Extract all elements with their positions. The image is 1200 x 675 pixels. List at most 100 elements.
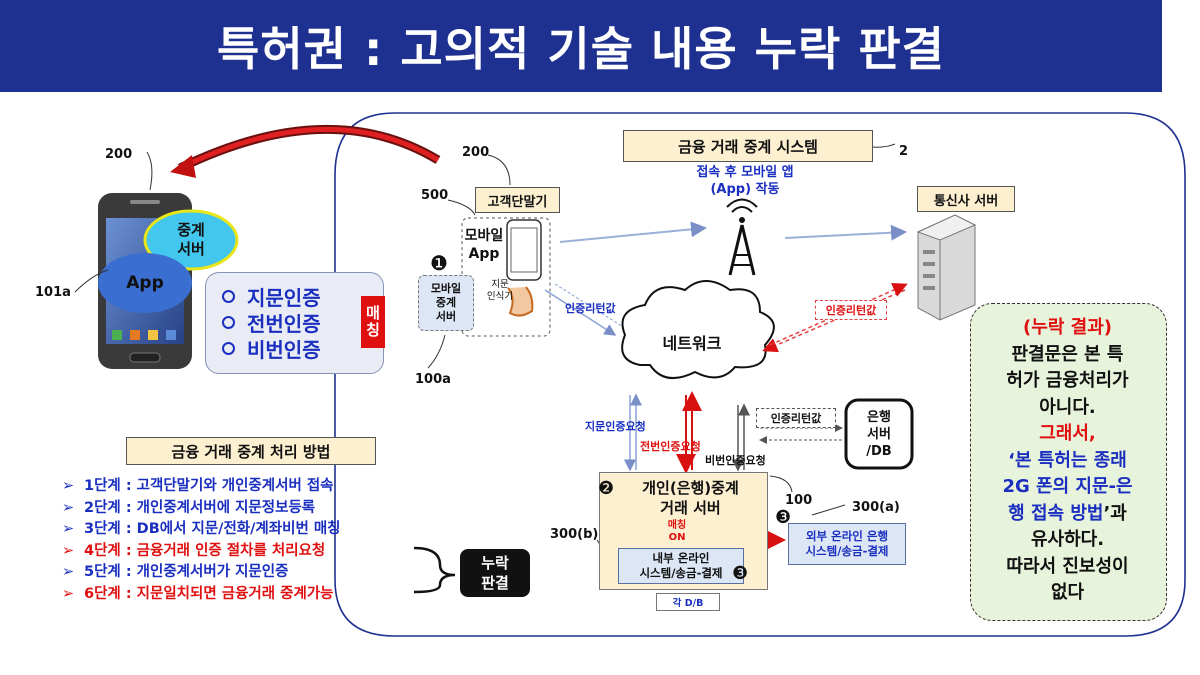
fingerprint-text-1: 지문 xyxy=(491,279,508,291)
external-online-text-2: 시스템/송금-결제 xyxy=(805,544,888,559)
auth-item: 비번인증 xyxy=(222,335,321,361)
method-step-text: 5단계 : 개인중계서버가 지문인증 xyxy=(84,564,288,580)
mobile-app-text-1: 모바일 xyxy=(465,227,504,245)
bullet-icon xyxy=(222,316,235,329)
matching-on-text-2: ON xyxy=(669,532,686,544)
omission-text-1: 누락 xyxy=(481,553,509,573)
phone-auth-request-label: 전번인증요청 xyxy=(640,438,701,454)
bullet-icon xyxy=(222,342,235,355)
auth-return-label-1: 인증리턴값 xyxy=(565,300,616,316)
bank-server-label: 은행 서버 /DB xyxy=(846,403,912,465)
auth-item: 전번인증 xyxy=(222,309,321,335)
pin-auth-request-label: 비번인증요청 xyxy=(705,452,766,468)
method-step-text: 2단계 : 개인중계서버에 지문정보등록 xyxy=(84,500,315,516)
auth-fingerprint: 지문인증 xyxy=(247,282,321,311)
result-line-6: 없다 xyxy=(970,580,1165,607)
matching-on-label: 매칭 ON xyxy=(660,519,694,545)
auth-return-label-3: 인증리턴값 xyxy=(756,408,836,428)
phone-relay-text-2: 서버 xyxy=(177,240,205,259)
auth-password: 비번인증 xyxy=(247,334,321,363)
method-step-text: 4단계 : 금융거래 인증 절차를 처리요청 xyxy=(84,543,325,559)
result-quote-3b: ’과 xyxy=(1103,503,1126,524)
financial-system-label: 금융 거래 중계 시스템 xyxy=(623,130,873,162)
fingerprint-text-2: 인식기 xyxy=(487,291,513,303)
step-arrow-icon: ➢ xyxy=(62,586,84,602)
phone-relay-text-1: 중계 xyxy=(177,221,205,240)
result-line-1: 판결문은 본 특 xyxy=(970,342,1165,369)
method-step: ➢5단계 : 개인중계서버가 지문인증 xyxy=(62,560,288,581)
method-step-text: 1단계 : 고객단말기와 개인중계서버 접속 xyxy=(84,478,334,494)
method-step: ➢1단계 : 고객단말기와 개인중계서버 접속 xyxy=(62,474,334,495)
step-arrow-icon: ➢ xyxy=(62,521,84,537)
phone-relay-server-label: 중계 서버 xyxy=(152,220,230,260)
result-quote-3a: 행 접속 방법 xyxy=(1008,503,1103,524)
ref-500: 500 xyxy=(421,188,448,203)
matching-badge: 매칭 xyxy=(361,296,385,348)
bullet-icon xyxy=(222,290,235,303)
auth-return-label-2: 인증리턴값 xyxy=(815,300,887,320)
phone-app-label: App xyxy=(100,268,190,298)
ref-100a: 100a xyxy=(415,372,451,387)
internal-online-text-1: 내부 온라인 xyxy=(653,551,710,566)
omission-verdict-badge: 누락 판결 xyxy=(460,549,530,597)
step-2-marker: ❷ xyxy=(598,478,614,499)
mobile-relay-text-3: 서버 xyxy=(436,310,456,324)
matching-on-text-1: 매칭 xyxy=(668,520,686,532)
bank-server-text-3: /DB xyxy=(866,443,891,460)
method-step: ➢6단계 : 지문일치되면 금융거래 중계가능 xyxy=(62,582,334,603)
auth-list: 지문인증 전번인증 비번인증 xyxy=(222,283,321,361)
omission-bracket xyxy=(414,548,455,592)
bank-server-text-1: 은행 xyxy=(867,409,891,426)
telecom-server-label: 통신사 서버 xyxy=(917,186,1015,212)
mobile-relay-text-2: 중계 xyxy=(436,296,456,310)
fingerprint-reader-label: 지문 인식기 xyxy=(482,278,518,304)
mobile-relay-text-1: 모바일 xyxy=(431,282,461,296)
method-step: ➢3단계 : DB에서 지문/전화/계좌비번 매칭 xyxy=(62,517,341,538)
result-line-2: 허가 금융처리가 xyxy=(970,368,1165,395)
method-step: ➢2단계 : 개인중계서버에 지문정보등록 xyxy=(62,496,315,517)
network-label: 네트워크 xyxy=(652,330,732,354)
mobile-app-text-2: App xyxy=(469,245,500,263)
result-line-3: 아니다. xyxy=(970,395,1165,422)
result-therefore: 그래서, xyxy=(970,421,1165,448)
personal-relay-text-2: 거래 서버 xyxy=(660,498,720,518)
mobile-app-note: 접속 후 모바일 앱 (App) 작동 xyxy=(655,163,835,199)
omission-text-2: 판결 xyxy=(481,573,509,593)
ref-system: 2 xyxy=(899,144,908,159)
result-quote-3: 행 접속 방법’과 xyxy=(970,501,1165,528)
method-step-text: 6단계 : 지문일치되면 금융거래 중계가능 xyxy=(84,586,334,602)
fp-auth-request-label: 지문인증요청 xyxy=(585,418,646,434)
bank-server-text-2: 서버 xyxy=(867,426,891,443)
auth-phone-number: 전번인증 xyxy=(247,308,321,337)
method-title: 금융 거래 중계 처리 방법 xyxy=(126,437,376,465)
external-online-system-box: 외부 온라인 은행 시스템/송금-결제 xyxy=(788,523,906,565)
step-arrow-icon: ➢ xyxy=(62,543,84,559)
step-1-marker: ❶ xyxy=(430,251,448,275)
ref-200-left: 200 xyxy=(105,147,132,162)
mobile-relay-server-box: 모바일 중계 서버 xyxy=(418,275,474,331)
result-text: (누락 결과) 판결문은 본 특 허가 금융처리가 아니다. 그래서, ‘본 특… xyxy=(970,315,1165,607)
external-online-text-1: 외부 온라인 은행 xyxy=(806,529,888,544)
auth-item: 지문인증 xyxy=(222,283,321,309)
step-arrow-icon: ➢ xyxy=(62,500,84,516)
personal-relay-text-1: 개인(은행)중계 xyxy=(642,478,739,498)
step-3-marker-internal: ❸ xyxy=(732,563,748,584)
internal-online-system-box: 내부 온라인 시스템/송금-결제 xyxy=(618,548,744,584)
result-line-5: 따라서 진보성이 xyxy=(970,554,1165,581)
ref-300b: 300(b) xyxy=(550,527,598,542)
telecom-server-icon xyxy=(918,215,975,320)
method-step: ➢4단계 : 금융거래 인증 절차를 처리요청 xyxy=(62,539,325,560)
result-quote-1: ‘본 특허는 종래 xyxy=(970,448,1165,475)
mobile-app-note-2: (App) 작동 xyxy=(710,181,779,198)
step-arrow-icon: ➢ xyxy=(62,478,84,494)
ref-300a: 300(a) xyxy=(852,500,900,515)
result-line-4: 유사하다. xyxy=(970,527,1165,554)
cell-tower-icon xyxy=(727,200,757,276)
ref-100: 100 xyxy=(785,493,812,508)
internal-online-text-2: 시스템/송금-결제 xyxy=(639,566,722,581)
mobile-app-label: 모바일 App xyxy=(456,225,512,265)
ref-101a: 101a xyxy=(35,285,71,300)
method-step-text: 3단계 : DB에서 지문/전화/계좌비번 매칭 xyxy=(84,521,341,537)
each-db-label: 각 D/B xyxy=(656,593,720,611)
result-heading: (누락 결과) xyxy=(970,315,1165,342)
